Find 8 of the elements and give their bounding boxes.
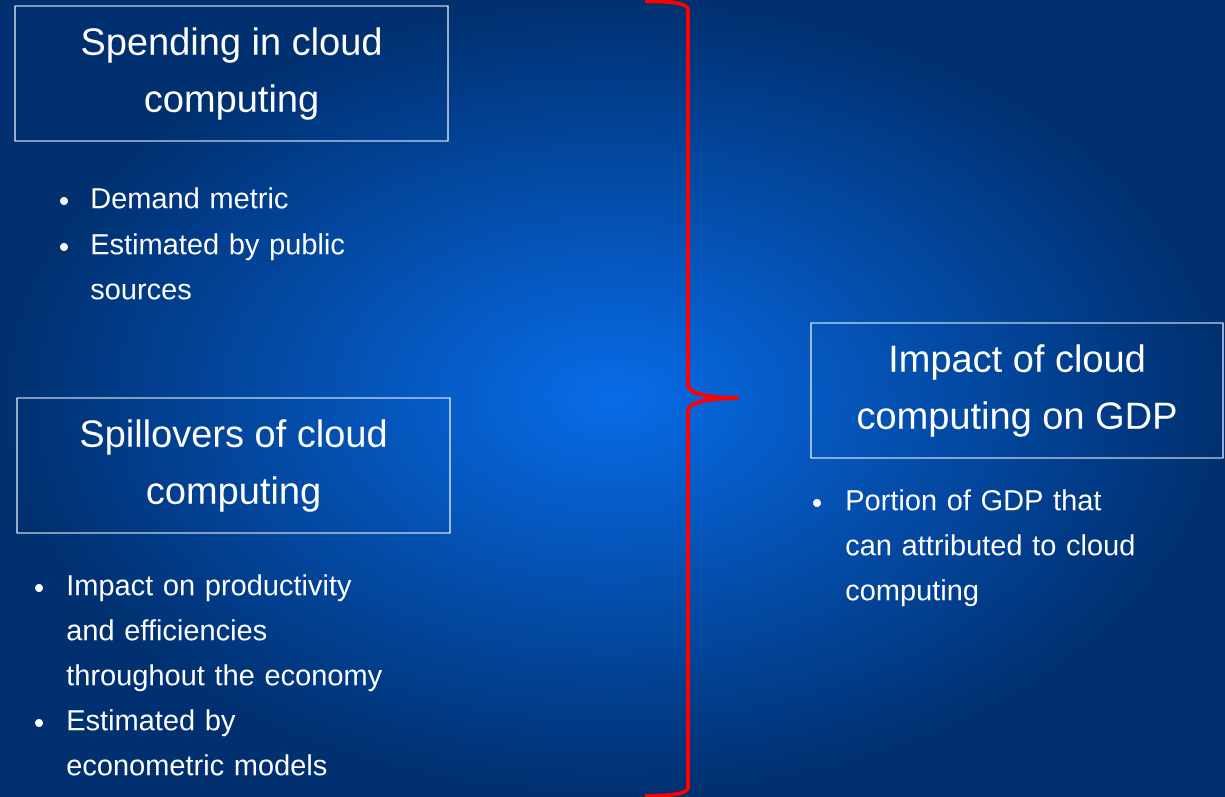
bullet-text: Impact on productivity and efficiencies throughout the economy [66,574,383,692]
title-box: Spending in cloud computing [14,5,449,142]
title-box: Impact of cloud computing on GDP [810,322,1224,459]
title-box: Spillovers of cloud computing [16,397,451,534]
bullet-text: Estimated by econometric models [67,709,327,776]
bullet-text: Estimated by public sources [91,233,345,300]
bullet-text: Portion of GDP that can attributed to cloud computing [846,489,1134,607]
bullet-text: Demand metric [92,187,288,209]
